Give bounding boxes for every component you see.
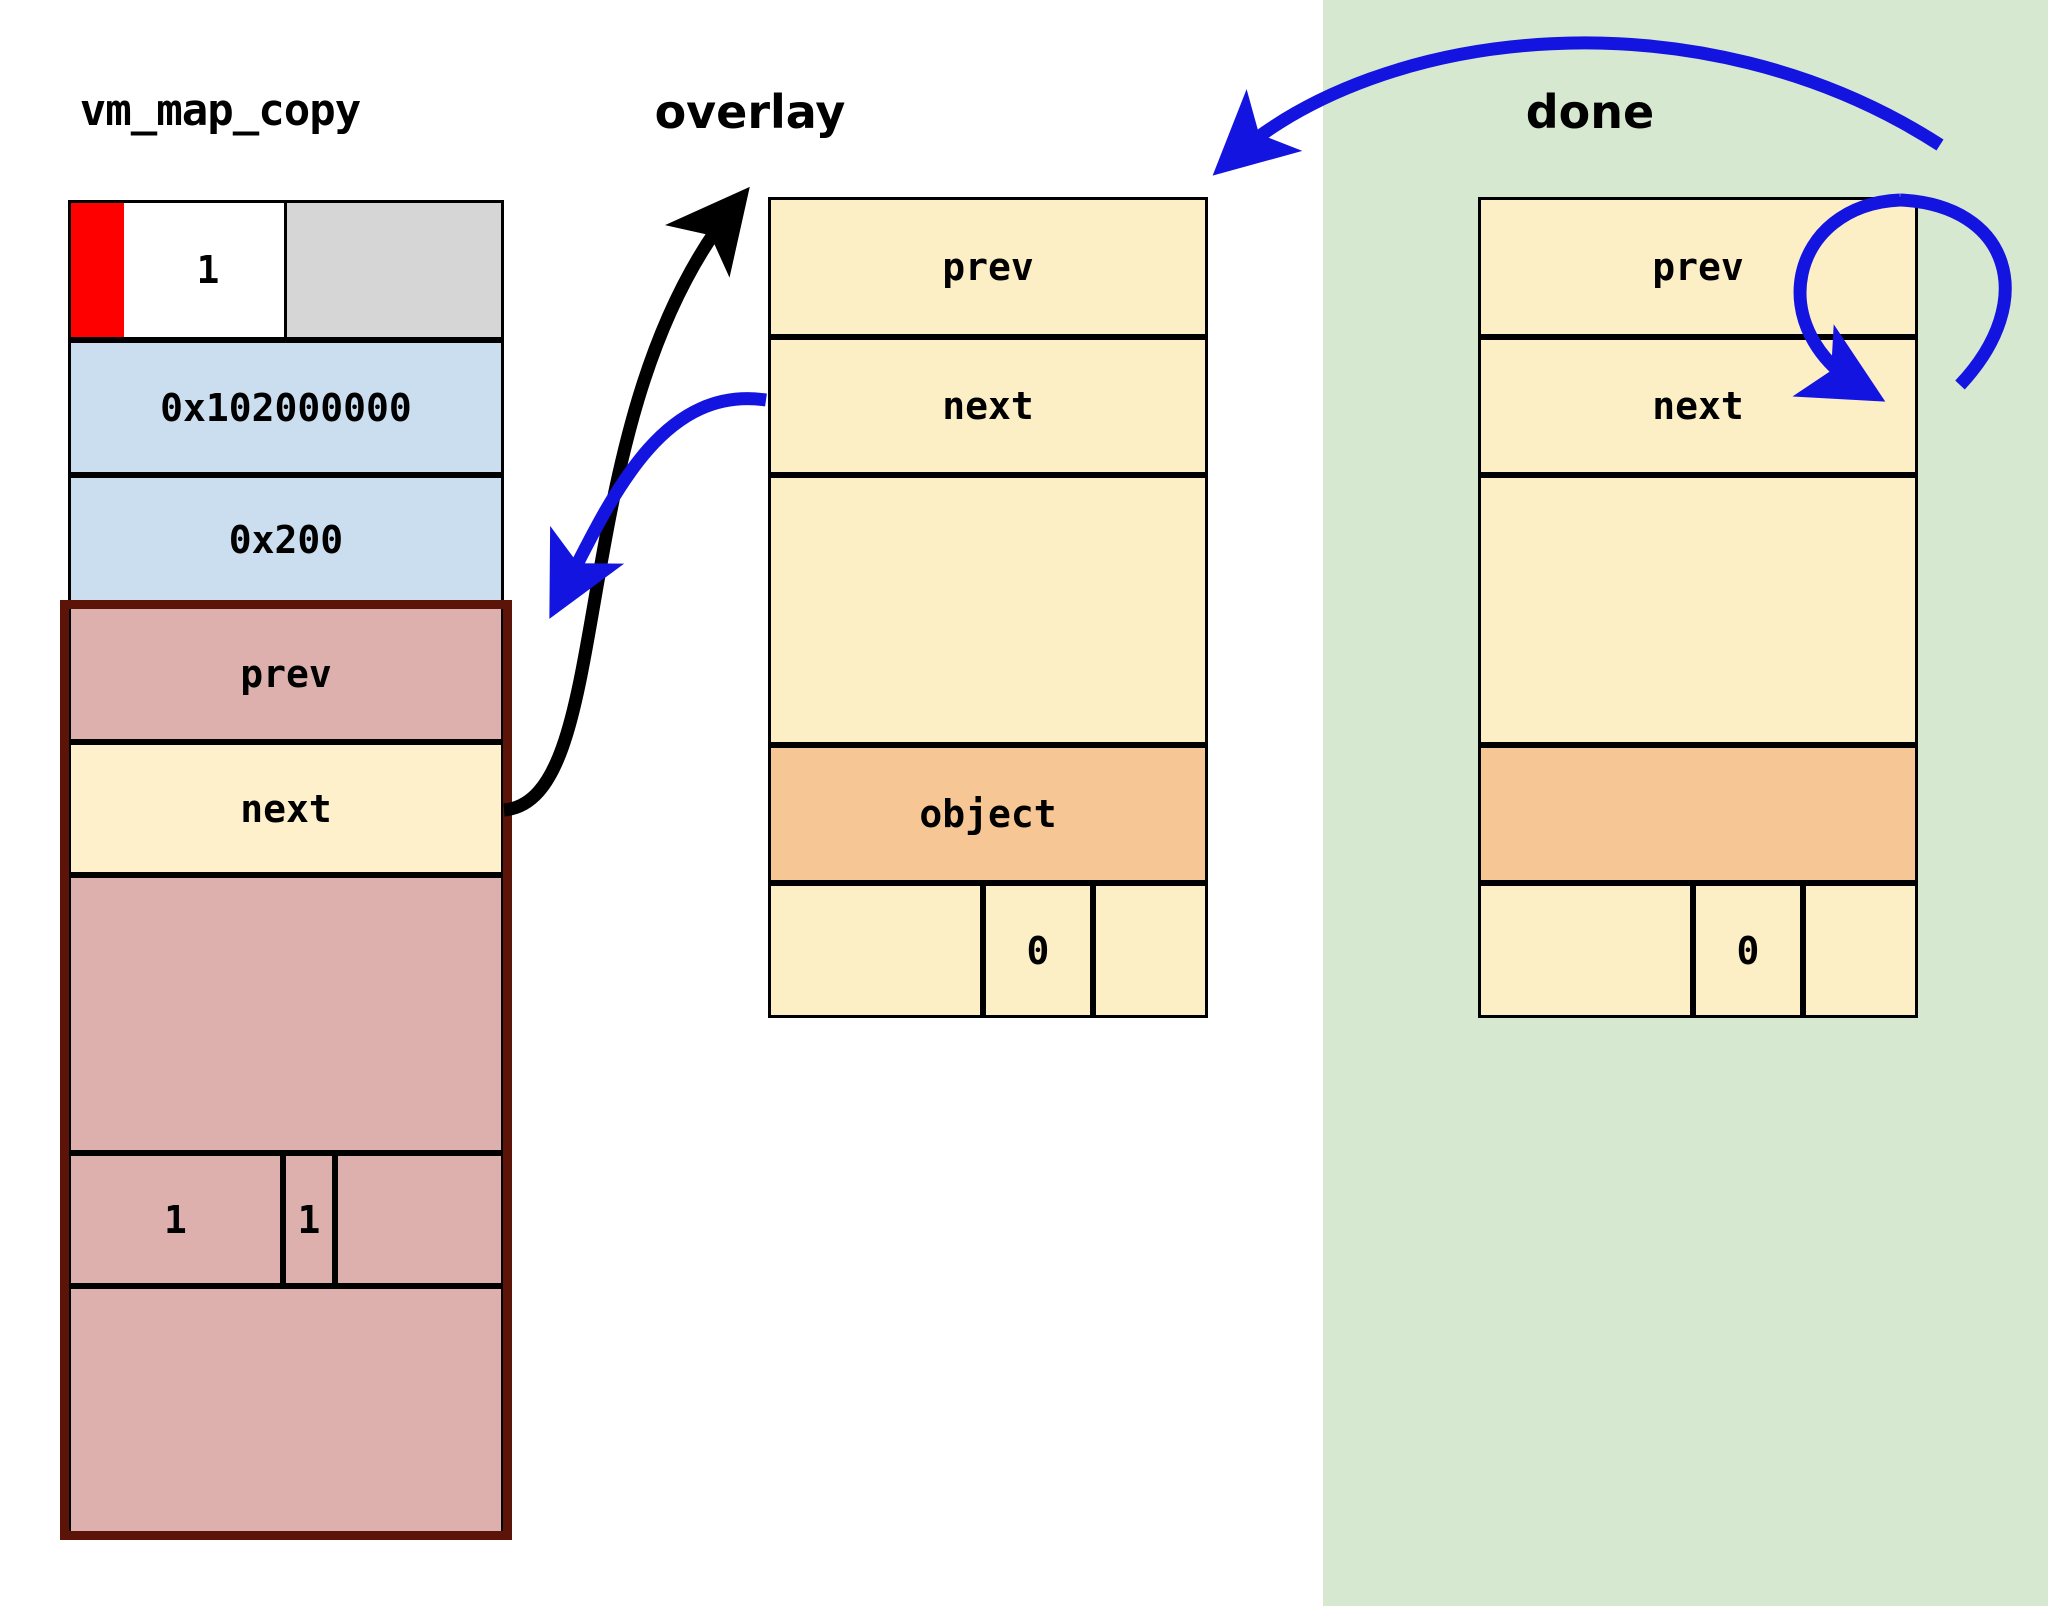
arrow-copy-next-to-overlay: [502, 186, 750, 817]
vm_map_copy-counter-b-cell: 1: [283, 1153, 335, 1286]
done-counter-b-cell: 0: [1693, 883, 1803, 1018]
overlay-next-cell: next: [768, 337, 1208, 475]
column-title-vm_map_copy: vm_map_copy: [79, 85, 361, 136]
done-body-cell: [1478, 475, 1918, 745]
done-counter-a-cell: [1478, 883, 1693, 1018]
vm_map_copy-body-cell: [68, 875, 504, 1153]
column-title-overlay: overlay: [654, 85, 846, 139]
overlay-object-cell: object: [768, 745, 1208, 883]
done-prev-cell: prev: [1478, 197, 1918, 337]
vm_map_copy-tail-cell: [68, 1286, 504, 1534]
overlay-counter-b-cell: 0: [983, 883, 1093, 1018]
overlay-prev-cell: prev: [768, 197, 1208, 337]
done-counter-c-cell: [1803, 883, 1918, 1018]
done-next-cell: next: [1478, 337, 1918, 475]
arrow-overlay-next-to-copy-prev: [549, 392, 767, 619]
overlay-body-cell: [768, 475, 1208, 745]
vm_map_copy-prev-cell: prev: [68, 605, 504, 742]
vm_map_copy-flag-cell: [68, 200, 124, 340]
column-title-done: done: [1525, 85, 1655, 139]
done-object-cell: [1478, 745, 1918, 883]
vm_map_copy-counter-c-cell: [335, 1153, 504, 1286]
vm_map_copy-grey-cell: [284, 200, 504, 340]
vm_map_copy-next-cell: next: [68, 742, 504, 875]
vm_map_copy-address-cell: 0x102000000: [68, 340, 504, 475]
vm_map_copy-size-cell: 0x200: [68, 475, 504, 605]
overlay-counter-c-cell: [1093, 883, 1208, 1018]
overlay-counter-a-cell: [768, 883, 983, 1018]
vm_map_copy-counter-a-cell: 1: [68, 1153, 283, 1286]
